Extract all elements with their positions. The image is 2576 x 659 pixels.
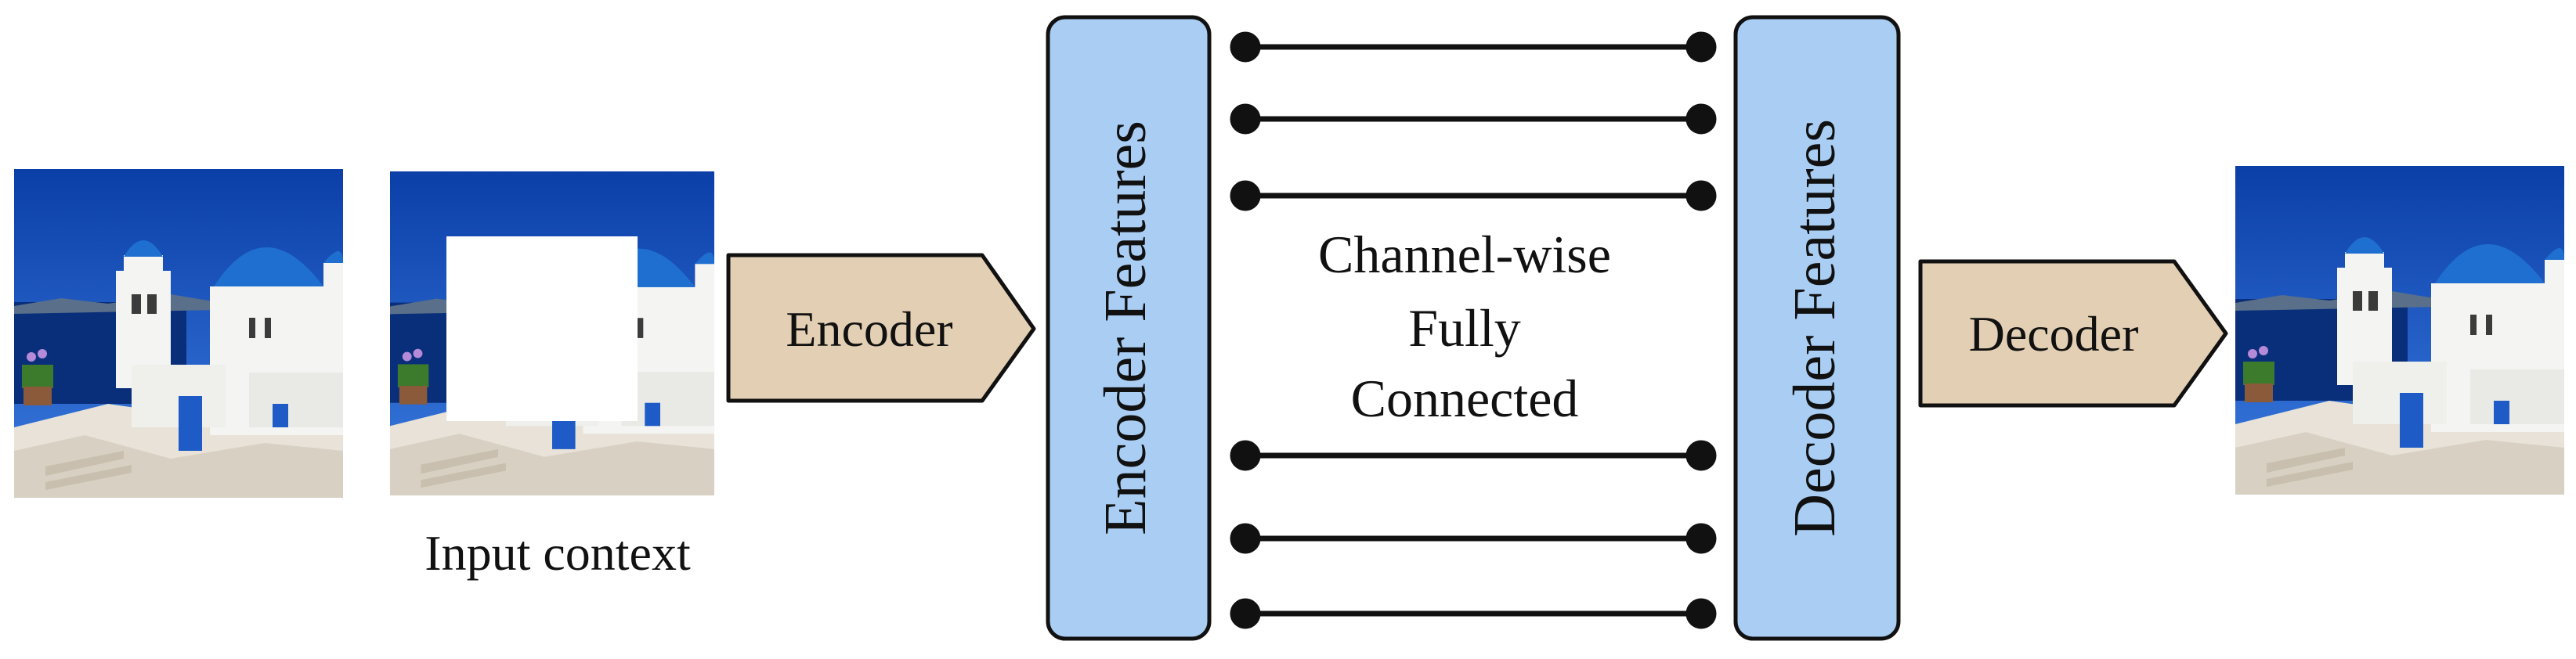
fc-line-4 <box>1230 440 1717 471</box>
decoder-label: Decoder <box>1969 306 2139 362</box>
fc-label-line-1: Channel-wise <box>1318 225 1611 284</box>
input-context-image <box>390 171 714 495</box>
original-image <box>14 169 343 498</box>
decoder-features-label: Decoder Features <box>1782 119 1848 537</box>
channel-wise-fc-label: Channel-wise Fully Connected <box>1318 225 1611 428</box>
fc-line-1 <box>1230 31 1717 63</box>
fc-line-6 <box>1230 598 1717 629</box>
fc-label-line-3: Connected <box>1351 369 1579 428</box>
encoder-features-label: Encoder Features <box>1093 121 1158 535</box>
masked-region <box>446 236 638 421</box>
decoder-features-block: Decoder Features <box>1733 15 1901 641</box>
fc-label-line-2: Fully <box>1408 298 1521 358</box>
fc-line-3 <box>1230 180 1717 211</box>
fully-connected-lines <box>1230 31 1717 629</box>
fc-line-5 <box>1230 523 1717 554</box>
decoder-block: Decoder <box>1918 259 2228 408</box>
fc-line-2 <box>1230 103 1717 135</box>
output-image <box>2235 166 2564 495</box>
encoder-block: Encoder <box>726 253 1036 403</box>
encoder-label: Encoder <box>786 301 952 357</box>
input-context-caption: Input context <box>425 525 691 581</box>
encoder-features-block: Encoder Features <box>1046 15 1212 641</box>
